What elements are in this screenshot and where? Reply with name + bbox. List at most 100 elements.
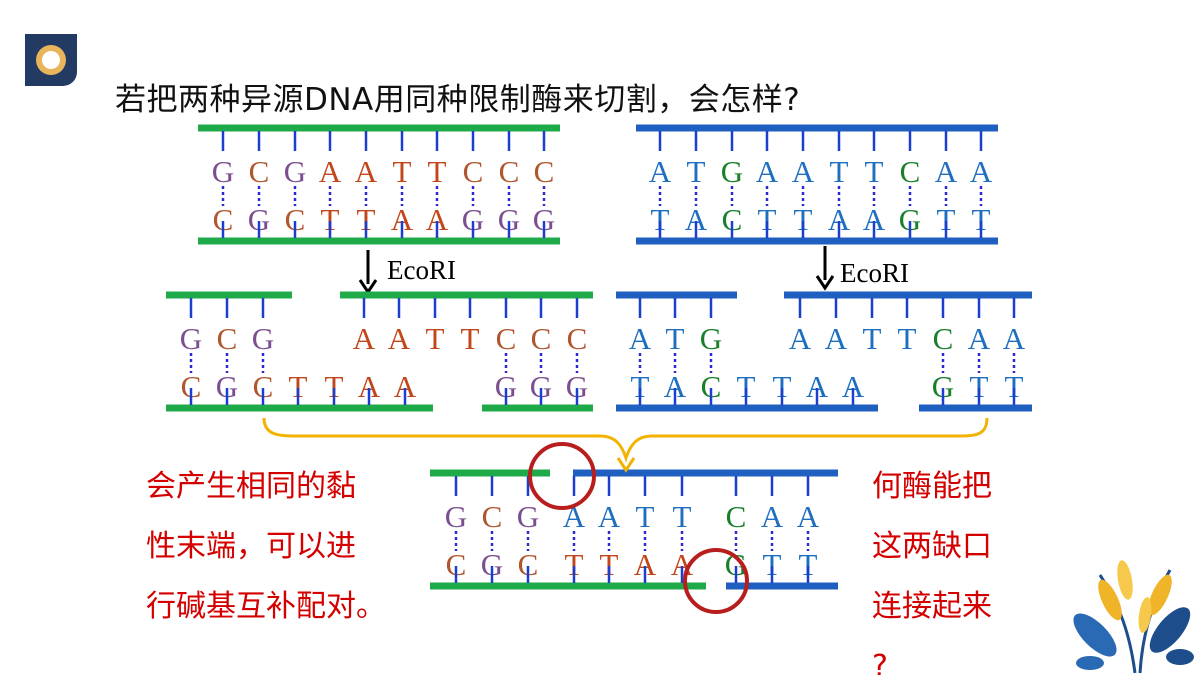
base-letter: C [482, 499, 503, 534]
base-letter: C [518, 547, 539, 582]
question-line-4: ? [872, 649, 888, 675]
base-letter: T [631, 369, 650, 404]
base-letter: T [898, 321, 917, 356]
base-letter: C [285, 202, 306, 237]
base-letter: T [830, 154, 849, 189]
base-letter: T [636, 499, 655, 534]
base-letter: A [806, 369, 829, 404]
base-letter: T [737, 369, 756, 404]
base-letter: A [634, 547, 657, 582]
base-letter: T [428, 154, 447, 189]
base-letter: A [629, 321, 652, 356]
base-letter: A [358, 369, 381, 404]
enzyme-label-left: EcoRI [387, 255, 456, 285]
base-letter: A [968, 321, 991, 356]
base-letter: C [722, 202, 743, 237]
base-letter: T [1005, 369, 1024, 404]
base-letter: A [842, 369, 865, 404]
base-letter: G [212, 154, 234, 189]
base-letter: T [863, 321, 882, 356]
base-letter: A [828, 202, 851, 237]
base-letter: A [756, 154, 779, 189]
ligase-question-note: 何酶能把 这两缺口 连接起来 ? [872, 457, 992, 675]
base-letter: G [725, 547, 747, 582]
base-letter: A [319, 154, 342, 189]
base-letter: T [426, 321, 445, 356]
base-letter: G [445, 499, 467, 534]
base-letter: G [932, 369, 954, 404]
base-letter: T [289, 369, 308, 404]
cut-arrow-head [815, 275, 835, 291]
note-line-1: 会产生相同的黏 [146, 469, 356, 504]
base-letter: T [865, 154, 884, 189]
base-letter: G [530, 369, 552, 404]
base-letter: C [531, 321, 552, 356]
base-letter: T [651, 202, 670, 237]
base-letter: T [799, 547, 818, 582]
base-letter: A [825, 321, 848, 356]
base-letter: T [461, 321, 480, 356]
page-title: 若把两种异源DNA用同种限制酶来切割，会怎样? [115, 82, 801, 118]
merge-brace [262, 417, 989, 463]
base-letter: C [499, 154, 520, 189]
base-letter: C [534, 154, 555, 189]
base-letter: A [863, 202, 886, 237]
sticky-end-note: 会产生相同的黏 性末端，可以进 行碱基互补配对。 [146, 457, 386, 637]
base-letter: T [794, 202, 813, 237]
base-letter: G [462, 202, 484, 237]
base-letter: T [357, 202, 376, 237]
base-letter: C [217, 321, 238, 356]
base-letter: C [900, 154, 921, 189]
base-letter: T [673, 499, 692, 534]
base-letter: A [970, 154, 993, 189]
base-letter: A [685, 202, 708, 237]
base-letter: C [701, 369, 722, 404]
base-letter: G [180, 321, 202, 356]
base-letter: T [972, 202, 991, 237]
base-letter: G [284, 154, 306, 189]
base-letter: T [763, 547, 782, 582]
question-line-3: 连接起来 [872, 589, 992, 624]
base-letter: A [935, 154, 958, 189]
base-letter: G [252, 321, 274, 356]
base-letter: A [797, 499, 820, 534]
base-letter: C [253, 369, 274, 404]
base-letter: A [792, 154, 815, 189]
nick-circle-top [528, 442, 596, 510]
plant-decoration-icon [1073, 560, 1194, 674]
base-letter: G [495, 369, 517, 404]
base-letter: T [687, 154, 706, 189]
base-letter: A [1003, 321, 1026, 356]
base-letter: T [565, 547, 584, 582]
base-letter: A [789, 321, 812, 356]
base-letter: G [498, 202, 520, 237]
base-letter: C [463, 154, 484, 189]
base-letter: C [249, 154, 270, 189]
logo-icon [25, 34, 77, 86]
base-letter: T [666, 321, 685, 356]
base-letter: G [533, 202, 555, 237]
note-line-2: 性末端，可以进 [146, 529, 356, 564]
base-letter: C [496, 321, 517, 356]
base-letter: G [248, 202, 270, 237]
note-line-3: 行碱基互补配对。 [146, 589, 386, 624]
question-line-2: 这两缺口 [872, 529, 992, 564]
base-letter: G [566, 369, 588, 404]
base-letter: A [353, 321, 376, 356]
base-letter: G [517, 499, 539, 534]
base-letter: T [321, 202, 340, 237]
enzyme-label-right: EcoRI [840, 258, 909, 288]
base-letter: A [426, 202, 449, 237]
nick-circle-bottom [683, 548, 749, 614]
base-letter: A [671, 547, 694, 582]
base-letter: A [598, 499, 621, 534]
base-letter: T [970, 369, 989, 404]
base-letter: T [773, 369, 792, 404]
base-letter: T [937, 202, 956, 237]
base-letter: C [446, 547, 467, 582]
base-letter: C [726, 499, 747, 534]
base-letter: A [649, 154, 672, 189]
base-letter: T [758, 202, 777, 237]
base-letter: A [761, 499, 784, 534]
base-letter: C [567, 321, 588, 356]
